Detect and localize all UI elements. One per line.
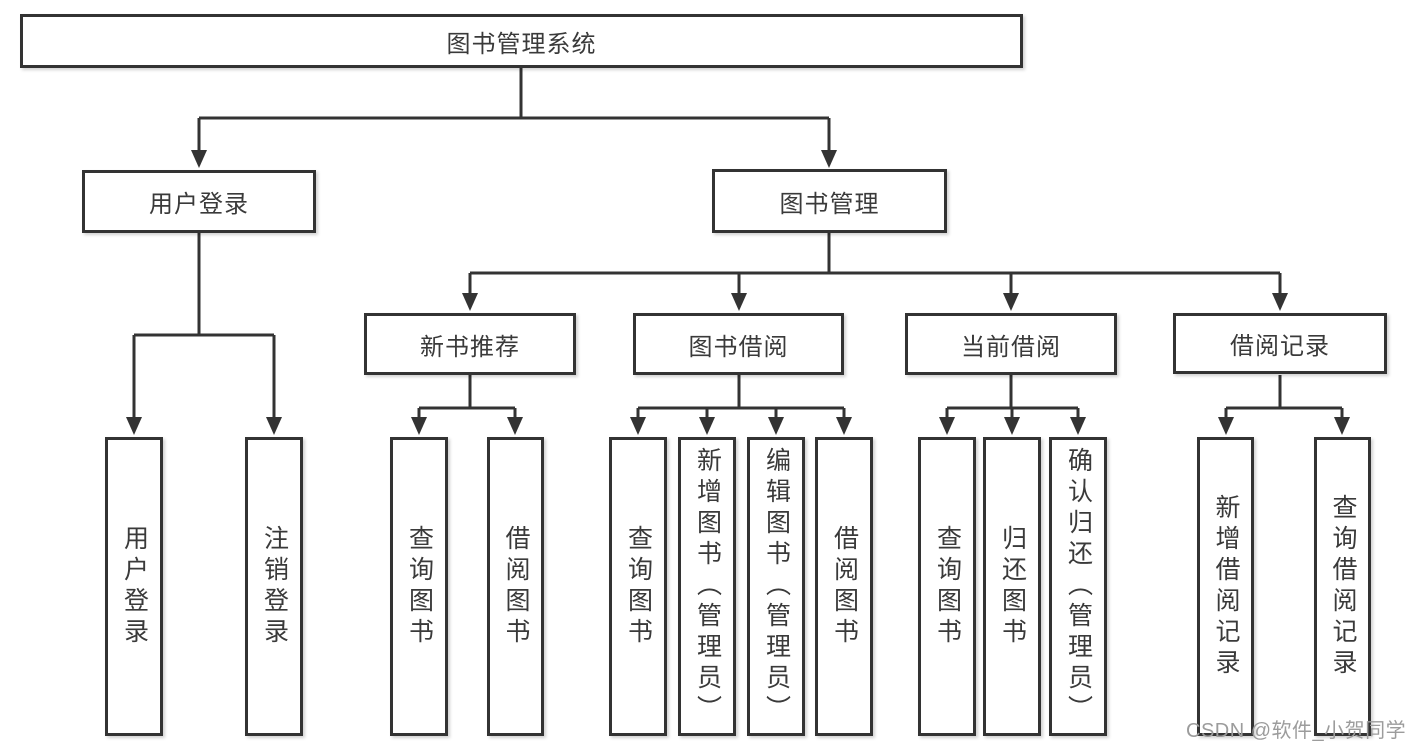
node-book-borrow: 图书借阅 — [633, 313, 844, 375]
leaf-query-book-current: 查询图书 — [918, 437, 976, 736]
node-book-management-label: 图书管理 — [779, 190, 880, 218]
leaf-add-borrow-record-label: 新增借阅记录 — [1212, 493, 1240, 680]
arrowhead — [191, 150, 207, 168]
arrowhead — [1003, 293, 1019, 311]
node-borrow-records: 借阅记录 — [1173, 313, 1387, 374]
arrowhead — [699, 417, 715, 435]
leaf-confirm-return-admin-label: 确认归还（管理员） — [1064, 447, 1093, 726]
leaf-add-borrow-record: 新增借阅记录 — [1197, 437, 1254, 736]
node-current-borrow-label: 当前借阅 — [961, 333, 1061, 361]
leaf-borrow-book-recommend: 借阅图书 — [487, 437, 544, 736]
leaf-user-login-label: 用户登录 — [120, 524, 149, 649]
arrowhead — [1070, 417, 1086, 435]
arrowhead — [411, 417, 427, 435]
node-user-login: 用户登录 — [82, 170, 316, 233]
leaf-user-login: 用户登录 — [105, 437, 163, 736]
node-root-label: 图书管理系统 — [446, 30, 597, 58]
node-borrow-records-label: 借阅记录 — [1230, 333, 1330, 360]
arrowhead — [939, 417, 955, 435]
arrowhead — [630, 417, 646, 435]
leaf-query-borrow-record-label: 查询借阅记录 — [1329, 493, 1357, 680]
node-new-book-recommend-label: 新书推荐 — [420, 333, 520, 361]
connector-paths — [132, 68, 1344, 419]
arrowhead — [507, 417, 523, 435]
arrowhead — [1004, 417, 1020, 435]
leaf-borrow-book-label: 借阅图书 — [830, 524, 859, 649]
leaf-logout-label: 注销登录 — [260, 524, 289, 649]
leaf-edit-book-admin: 编辑图书（管理员） — [747, 437, 805, 736]
leaf-query-book-recommend: 查询图书 — [390, 437, 448, 736]
leaf-borrow-book-recommend-label: 借阅图书 — [502, 524, 530, 649]
leaf-add-book-admin: 新增图书（管理员） — [678, 437, 736, 736]
leaf-query-book-current-label: 查询图书 — [933, 524, 962, 649]
leaf-query-book-recommend-label: 查询图书 — [405, 524, 434, 649]
leaf-query-book-borrow-label: 查询图书 — [624, 524, 653, 649]
leaf-return-book-label: 归还图书 — [998, 524, 1027, 649]
leaf-add-book-admin-label: 新增图书（管理员） — [693, 447, 722, 726]
leaf-return-book: 归还图书 — [983, 437, 1041, 736]
leaf-borrow-book: 借阅图书 — [815, 437, 873, 736]
arrowheads — [126, 150, 1350, 435]
arrowhead — [266, 417, 282, 435]
node-root: 图书管理系统 — [20, 14, 1023, 68]
arrowhead — [1272, 293, 1288, 311]
arrowhead — [768, 417, 784, 435]
leaf-logout: 注销登录 — [245, 437, 303, 736]
leaf-query-borrow-record: 查询借阅记录 — [1314, 437, 1371, 736]
node-user-login-label: 用户登录 — [149, 191, 249, 218]
leaf-edit-book-admin-label: 编辑图书（管理员） — [762, 447, 791, 726]
arrowhead — [1218, 417, 1234, 435]
leaf-query-book-borrow: 查询图书 — [609, 437, 667, 736]
arrowhead — [126, 417, 142, 435]
leaf-confirm-return-admin: 确认归还（管理员） — [1049, 437, 1107, 736]
node-book-management: 图书管理 — [712, 169, 947, 233]
arrowhead — [462, 293, 478, 311]
arrowhead — [731, 293, 747, 311]
arrowhead — [821, 150, 837, 168]
node-current-borrow: 当前借阅 — [905, 313, 1117, 375]
arrowhead — [1334, 417, 1350, 435]
csdn-watermark: CSDN @软件_小贺同学 — [1186, 720, 1405, 742]
node-book-borrow-label: 图书借阅 — [688, 333, 789, 361]
node-new-book-recommend: 新书推荐 — [364, 313, 576, 375]
arrowhead — [836, 417, 852, 435]
